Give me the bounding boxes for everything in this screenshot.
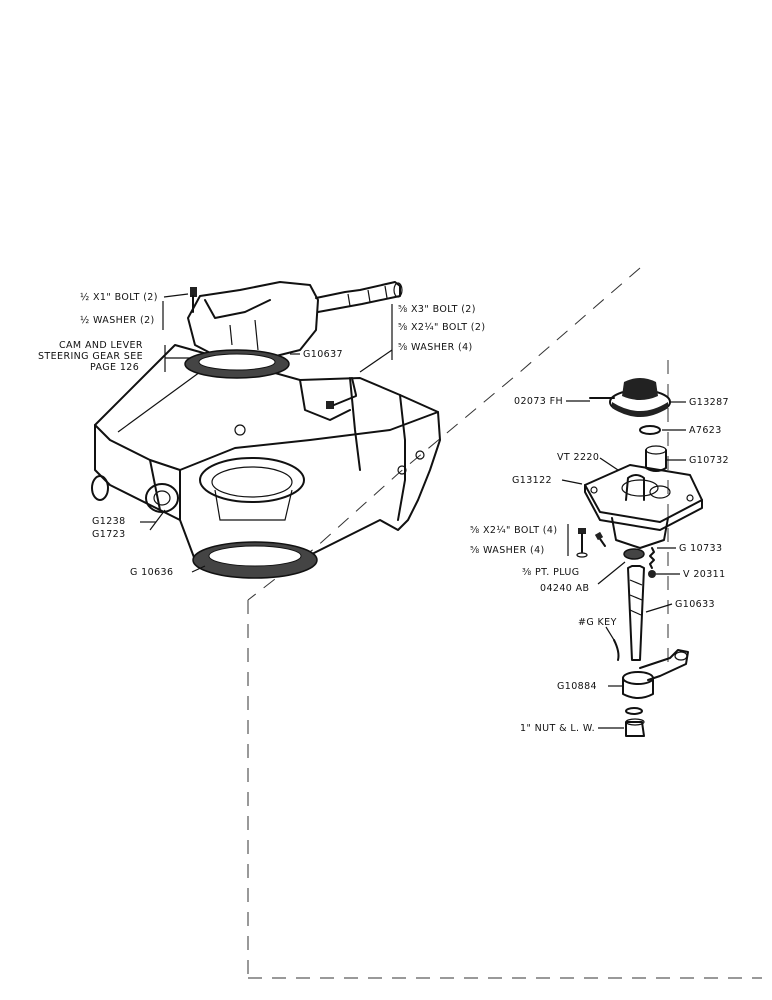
label-g10733: G 10733 [679, 543, 722, 554]
label-g10633: G10633 [675, 599, 715, 610]
ball-v20311 [648, 570, 656, 578]
label-nut-lw: 1" NUT & L. W. [520, 723, 595, 734]
shaft-g10633 [627, 565, 645, 661]
label-bolt-5-8-x3: ⅝ X3" BOLT (2) [398, 304, 476, 315]
label-g-key: #G KEY [578, 617, 617, 628]
label-washer-half: ½ WASHER (2) [80, 315, 155, 326]
g-key [613, 639, 620, 661]
spring-g10733 [649, 547, 655, 569]
oring-a7623 [639, 425, 661, 435]
label-cam-lever-1: CAM AND LEVER [59, 340, 143, 351]
housing-plate-g13122 [584, 464, 703, 549]
label-washer-5-8-upper: ⅝ WASHER (4) [398, 342, 473, 353]
label-g10636: G 10636 [130, 567, 173, 578]
nut-and-lock-washer [625, 707, 645, 737]
label-bolt-5-8-x2-1-4-lower: ⅝ X2¼" BOLT (4) [470, 525, 557, 536]
label-g13122: G13122 [512, 475, 552, 486]
label-bolt-5-8-x2-1-4-upper: ⅝ X2¼" BOLT (2) [398, 322, 485, 333]
label-g10637: G10637 [303, 349, 343, 360]
collar-g10884 [622, 671, 654, 699]
label-a7623: A7623 [689, 425, 722, 436]
label-02073fh: 02073 FH [514, 396, 563, 407]
label-bolt-half-x1: ½ X1" BOLT (2) [80, 292, 158, 303]
label-04240ab: 04240 AB [540, 583, 589, 594]
leader-lines [140, 293, 686, 729]
label-washer-5-8-lower: ⅝ WASHER (4) [470, 545, 545, 556]
steering-arm [639, 649, 689, 681]
bolt-5-8-x2-1-4 [576, 528, 588, 558]
pipe-plug [594, 531, 606, 547]
steering-housing-frame [91, 344, 441, 573]
bolt-5-8-x3 [326, 377, 357, 409]
dashed-guide-lines [247, 267, 762, 980]
cover-g13287 [609, 378, 671, 417]
label-g1723: G1723 [92, 529, 126, 540]
part-labels: ½ X1" BOLT (2) ½ WASHER (2) CAM AND LEVE… [38, 292, 729, 734]
label-g10732: G10732 [689, 455, 729, 466]
label-cam-lever-2: STEERING GEAR SEE [38, 351, 143, 362]
seal-04240ab [623, 548, 645, 560]
label-g10884: G10884 [557, 681, 597, 692]
label-v20311: V 20311 [683, 569, 726, 580]
label-g1238: G1238 [92, 516, 126, 527]
label-pt-plug: ⅜ PT. PLUG [522, 567, 580, 578]
label-g13287: G13287 [689, 397, 729, 408]
cam-and-lever-steering-gear [187, 281, 403, 361]
label-vt2220: VT 2220 [557, 452, 599, 463]
exploded-steering-parts [576, 378, 703, 737]
label-cam-lever-3: PAGE 126 [90, 362, 139, 373]
